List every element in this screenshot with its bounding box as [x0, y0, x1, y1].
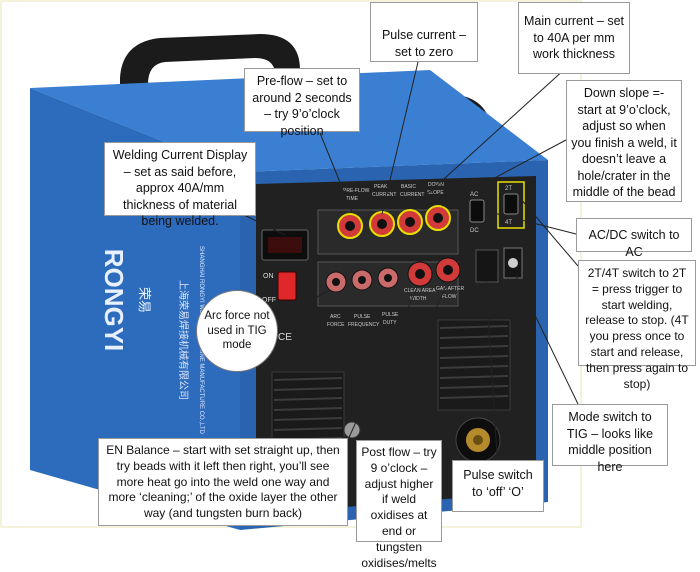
post-flow-knob[interactable] [435, 257, 461, 283]
power-switch[interactable] [277, 271, 297, 301]
callout-down-slope: Down slope =- start at 9’o’clock, adjust… [566, 80, 682, 202]
rear-handle [120, 34, 300, 110]
callout-mode-switch: Mode switch to TIG – looks like middle p… [552, 404, 668, 474]
label-dc: DC [470, 228, 479, 234]
label-gas-after: GAS AFTER [436, 286, 464, 292]
label-2t: 2T [505, 186, 512, 192]
callout-main-current: Main current – set to 40A per mm work th… [518, 2, 630, 74]
callout-post-flow: Post flow – try 9 o’clock – adjust highe… [356, 440, 442, 570]
label-current: CURRENT [372, 192, 396, 198]
brand-logo: RONGYI [99, 249, 129, 352]
label-pulse-frequency-1: PULSE [354, 314, 371, 320]
ce-mark: CE [278, 332, 292, 343]
label-peak: PEAK [374, 184, 388, 190]
callout-leaders [243, 61, 579, 471]
callout-pre-flow: Pre-flow – set to around 2 seconds – try… [244, 68, 360, 138]
label-down: DOWN [428, 182, 444, 188]
callout-en-balance: EN Balance – start with set straight up,… [98, 438, 348, 526]
two-t-four-t-highlight [497, 181, 525, 229]
label-width: WIDTH [410, 296, 427, 302]
label-arc: ARC [330, 314, 341, 320]
two-t-four-t-switch[interactable] [503, 193, 519, 215]
callout-pulse-current: Pulse current – set to zero [370, 2, 478, 62]
on-label: ON [263, 273, 274, 280]
label-pre-flow: PRE-FLOW [343, 188, 370, 194]
label-basic: BASIC [401, 184, 416, 190]
brand-chinese: 荣易 [137, 287, 152, 313]
welder-photo: RONGYI 荣易 上海荣易焊接机械有限公司 SHANGHAI RONGYI W… [0, 0, 582, 530]
side-company-text: 上海荣易焊接机械有限公司 [177, 280, 190, 400]
label-pulse-duty-1: PULSE [382, 312, 399, 318]
pulse-duty-knob[interactable] [377, 267, 399, 289]
label-ac: AC [470, 192, 479, 198]
down-slope-knob[interactable] [425, 205, 451, 231]
callout-2t-4t: 2T/4T switch to 2T = press trigger to st… [578, 260, 696, 391]
pulse-frequency-knob[interactable] [351, 269, 373, 291]
callout-welding-display: Welding Current Display – set as said be… [104, 142, 256, 228]
mode-switch-toggle[interactable] [508, 258, 518, 268]
label-force: FORCE [327, 322, 345, 328]
pre-flow-knob[interactable] [337, 213, 363, 239]
vent-slats [273, 325, 509, 441]
label-slope: SLOPE [427, 190, 444, 196]
label-time: TIME [346, 196, 359, 202]
main-current-knob[interactable] [397, 209, 423, 235]
callout-pulse-switch: Pulse switch to ‘off’ ‘O’ [452, 460, 544, 512]
pulse-current-knob[interactable] [369, 211, 395, 237]
current-display-screen [268, 237, 302, 253]
label-frequency: FREQUENCY [348, 322, 380, 328]
label-4t: 4T [505, 220, 512, 226]
callout-ac-dc: AC/DC switch to AC [576, 218, 692, 259]
en-balance-knob[interactable] [407, 261, 433, 287]
label-flow: FLOW [442, 294, 457, 300]
label-basic-current: CURRENT [400, 192, 424, 198]
label-duty: DUTY [383, 320, 397, 326]
torch-connector[interactable] [455, 417, 501, 463]
ac-dc-switch[interactable] [469, 199, 485, 223]
callout-arc-force: Arc force not used in TIG mode [196, 290, 278, 372]
off-label: OFF [262, 297, 276, 304]
arc-force-knob[interactable] [325, 271, 347, 293]
pulse-switch[interactable] [475, 249, 499, 283]
label-clean-area: CLEAN AREA [404, 288, 436, 294]
